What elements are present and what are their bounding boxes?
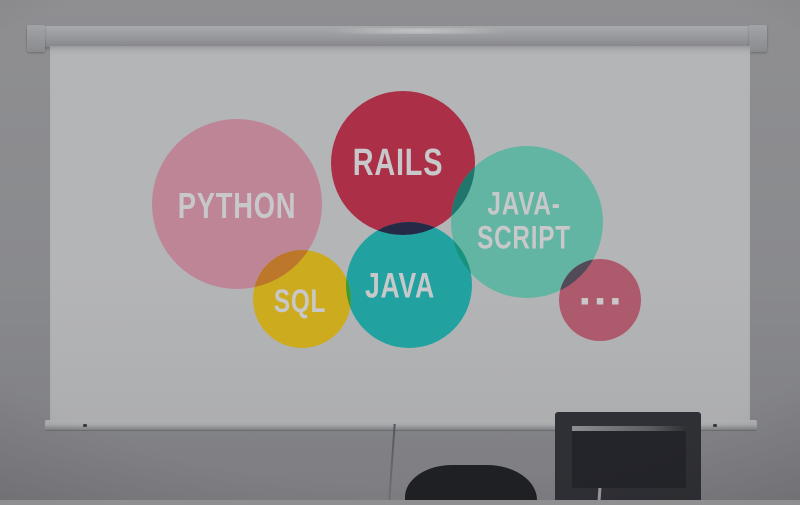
- chair: [405, 465, 537, 500]
- bubble-label-javascript-line1: JAVA-: [487, 185, 561, 222]
- bubble-javascript: [451, 146, 603, 298]
- housing-end-cap-right: [749, 25, 767, 52]
- housing-end-cap-left: [27, 25, 45, 52]
- monitor-screen: [572, 426, 686, 488]
- monitor-cable: [597, 487, 602, 501]
- bubble-label-java: JAVA: [364, 266, 436, 306]
- projector-screen-housing: [28, 26, 766, 47]
- rail-screw-right: [713, 424, 717, 427]
- bubble-python: [152, 119, 322, 289]
- bubble-more: [559, 259, 641, 341]
- bubble-label-rails: RAILS: [352, 142, 444, 185]
- screen-bottom-rail: [45, 420, 757, 431]
- bubble-label-sql: SQL: [273, 283, 327, 320]
- bubble-java: [346, 222, 472, 348]
- bubble-label-javascript-line2: SCRIPT: [477, 219, 571, 255]
- rail-screw-left: [83, 424, 87, 427]
- bubble-label-javascript: JAVA- SCRIPT: [477, 187, 571, 254]
- monitor: [555, 412, 701, 501]
- overlap-python-sql: [253, 250, 322, 289]
- bubble-rails: [331, 91, 475, 235]
- bubble-label-python: PYTHON: [177, 185, 297, 227]
- ellipsis-dots: ▪▪▪: [580, 285, 626, 316]
